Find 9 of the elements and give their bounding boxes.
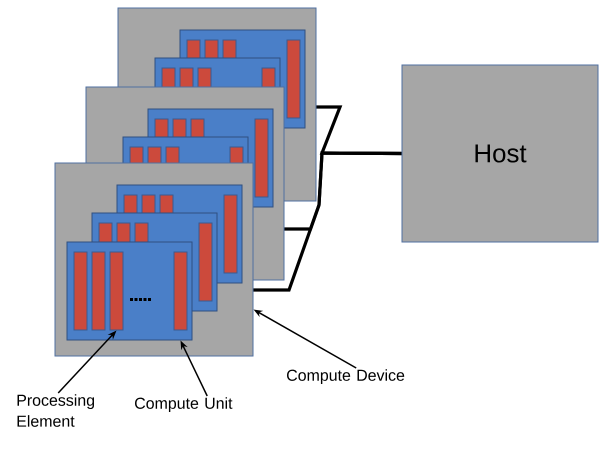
processing-element	[110, 252, 124, 330]
processing-element	[92, 252, 106, 330]
callout-label: Compute Unit	[135, 397, 232, 412]
callout-label: Processing Element	[18, 394, 94, 427]
processing-element	[74, 252, 88, 330]
bus-line	[254, 151, 402, 292]
host-box: Host	[402, 64, 598, 242]
processing-element	[174, 252, 188, 330]
callout-label: Compute Device	[287, 369, 404, 384]
